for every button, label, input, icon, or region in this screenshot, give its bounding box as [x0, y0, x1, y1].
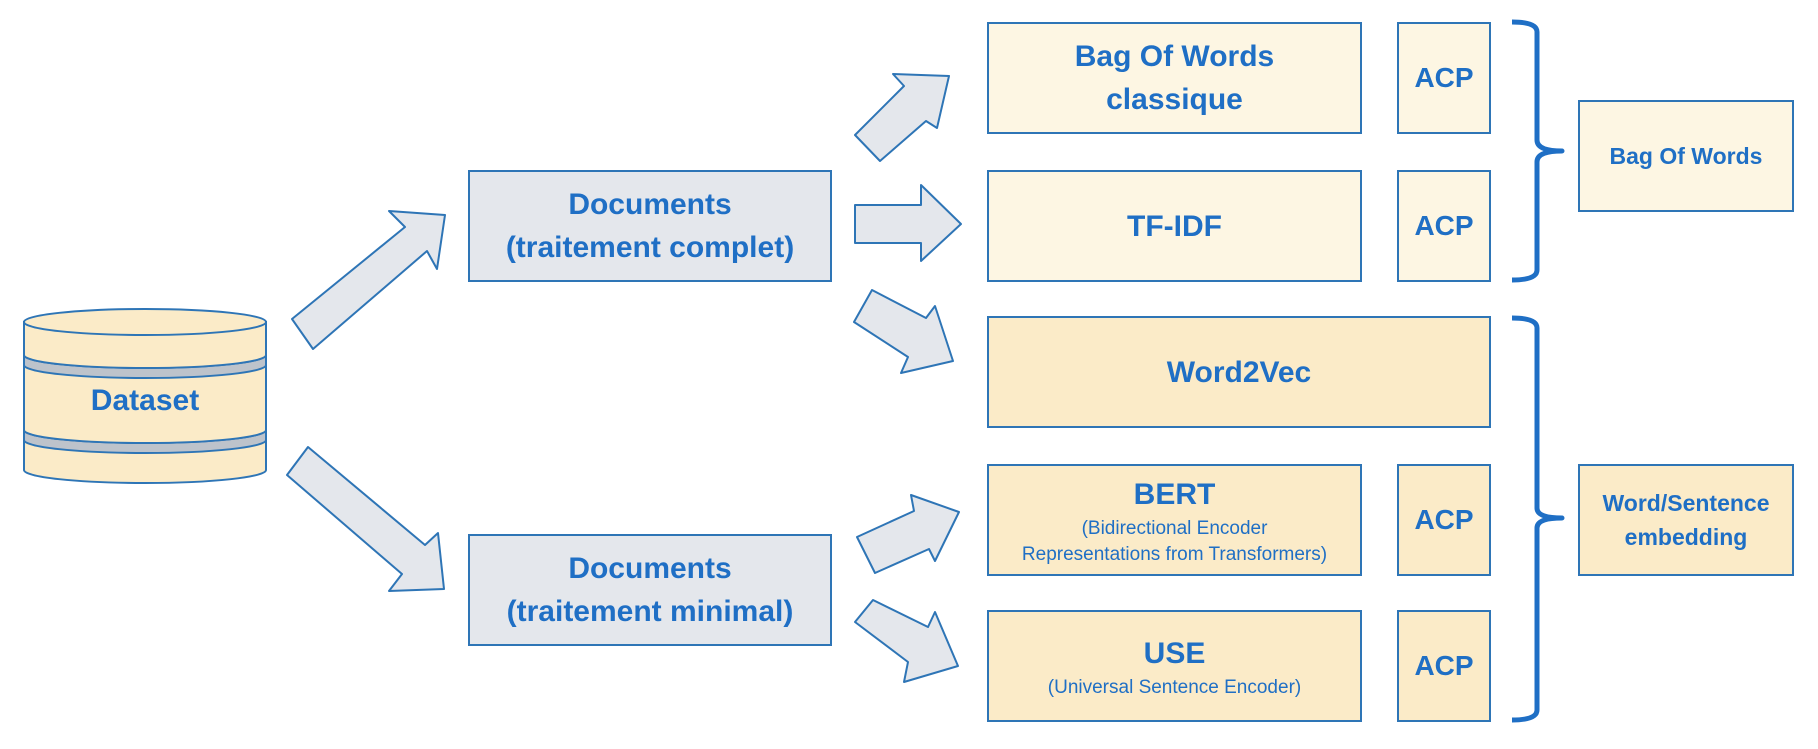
acp-label: ACP — [1414, 62, 1474, 93]
documents-complet-subtitle: (traitement complet) — [505, 231, 795, 264]
bert-title: BERT — [1133, 477, 1216, 511]
documents-complet-title: Documents — [568, 188, 732, 221]
word2vec-label: Word2Vec — [1166, 355, 1312, 389]
word2vec-box: Word2Vec — [987, 316, 1491, 428]
documents-minimal-subtitle: (traitement minimal) — [506, 595, 794, 628]
use-box: USE (Universal Sentence Encoder) — [987, 610, 1362, 722]
acp-box-bow: ACP — [1397, 22, 1491, 134]
bert-subtitle-line2: Representations from Transformers) — [1021, 543, 1328, 565]
bert-subtitle-line1: (Bidirectional Encoder — [1081, 517, 1268, 539]
acp-box-use: ACP — [1397, 610, 1491, 722]
acp-box-tfidf: ACP — [1397, 170, 1491, 282]
dataset-cylinder-icon — [23, 308, 267, 484]
bert-box: BERT (Bidirectional Encoder Representati… — [987, 464, 1362, 576]
arrow-dataset-to-complet-icon — [291, 210, 446, 350]
documents-complet-box: Documents (traitement complet) — [468, 170, 832, 282]
acp-label: ACP — [1414, 504, 1474, 535]
arrow-complet-to-word2vec-icon — [853, 289, 954, 374]
bow-classique-subtitle: classique — [1106, 83, 1243, 116]
group-bag-of-words-label: Bag Of Words — [1609, 143, 1763, 169]
acp-label: ACP — [1414, 210, 1474, 241]
group-embedding-box: Word/Sentence embedding — [1578, 464, 1794, 576]
bag-of-words-brace-icon — [1511, 19, 1565, 283]
group-embedding-title: Word/Sentence — [1602, 490, 1770, 516]
arrow-complet-to-bow-icon — [854, 73, 950, 162]
group-bag-of-words-box: Bag Of Words — [1578, 100, 1794, 212]
arrow-minimal-to-use-icon — [854, 599, 959, 683]
acp-label: ACP — [1414, 650, 1474, 681]
bow-classique-title: Bag Of Words — [1074, 40, 1275, 73]
bow-classique-box: Bag Of Words classique — [987, 22, 1362, 134]
dataset-label-area: Dataset — [24, 380, 266, 420]
group-embedding-subtitle: embedding — [1624, 524, 1748, 550]
tfidf-box: TF-IDF — [987, 170, 1362, 282]
tfidf-label: TF-IDF — [1127, 209, 1222, 243]
arrow-minimal-to-bert-icon — [856, 494, 960, 574]
arrow-dataset-to-minimal-icon — [286, 446, 445, 592]
dataset-label: Dataset — [90, 383, 200, 417]
use-subtitle: (Universal Sentence Encoder) — [1047, 676, 1302, 698]
embedding-brace-icon — [1511, 315, 1565, 723]
documents-minimal-box: Documents (traitement minimal) — [468, 534, 832, 646]
acp-box-bert: ACP — [1397, 464, 1491, 576]
documents-minimal-title: Documents — [568, 552, 732, 585]
use-title: USE — [1143, 636, 1206, 670]
arrow-complet-to-tfidf-icon — [854, 184, 962, 262]
